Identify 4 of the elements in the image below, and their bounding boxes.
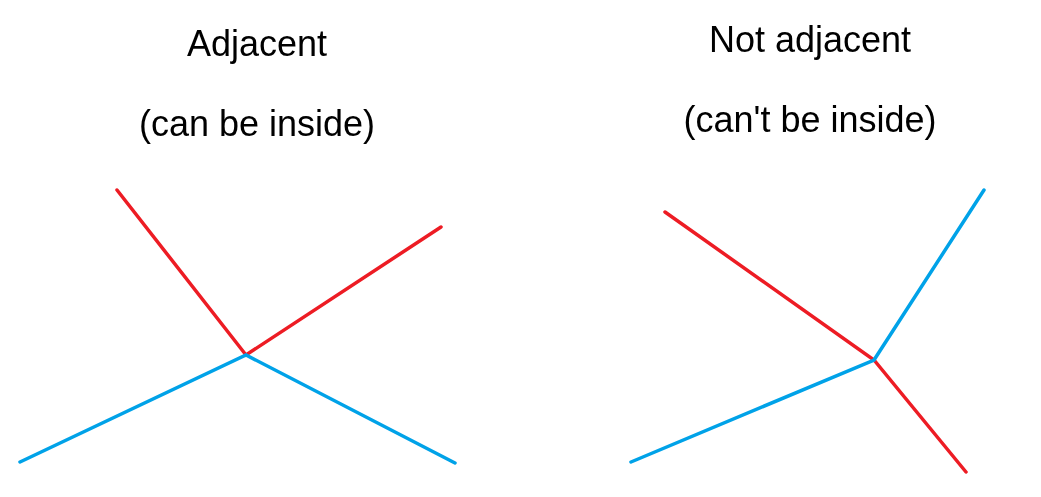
subheading: (can be inside) <box>138 106 376 142</box>
subheading: (can't be inside) <box>683 102 937 138</box>
heading: Not adjacent <box>708 22 912 58</box>
heading: Adjacent <box>186 26 328 62</box>
